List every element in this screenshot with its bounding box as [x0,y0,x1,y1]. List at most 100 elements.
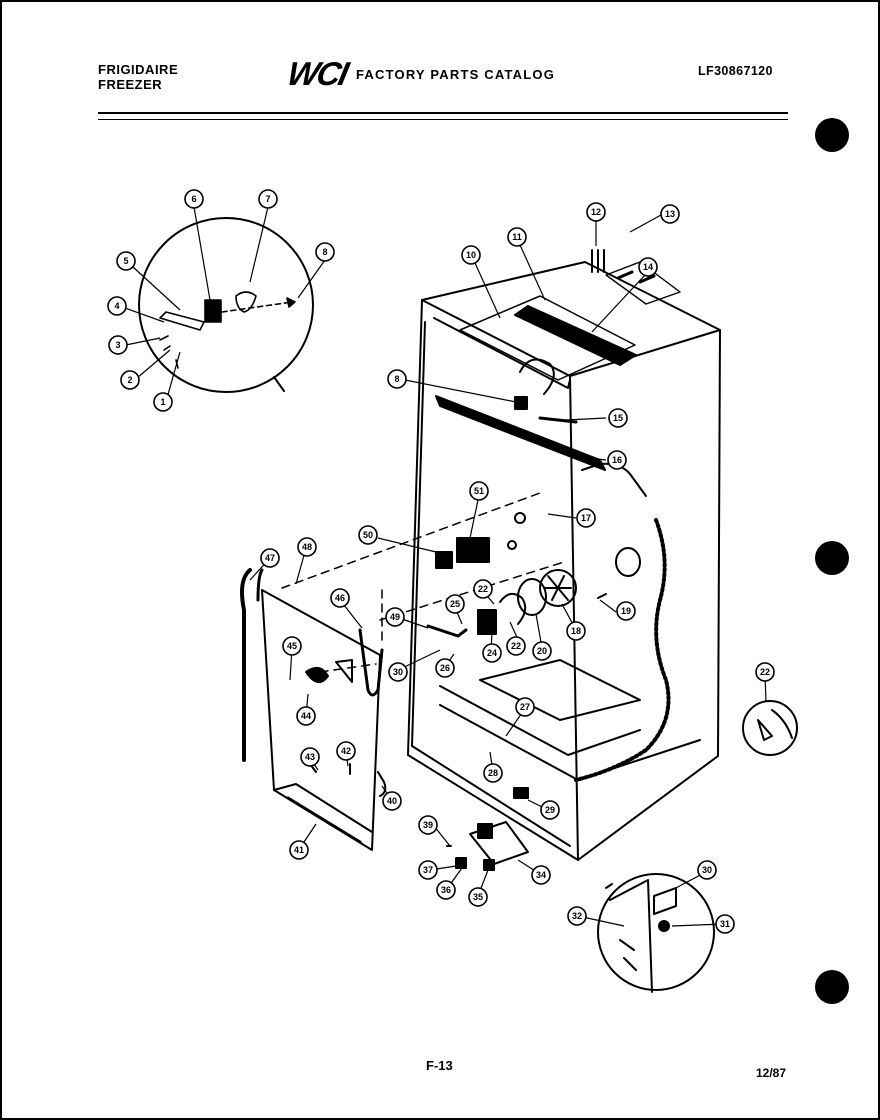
svg-text:39: 39 [423,820,433,830]
svg-text:37: 37 [423,865,433,875]
svg-text:1: 1 [160,397,165,407]
svg-text:5: 5 [123,256,128,266]
svg-text:19: 19 [621,606,631,616]
svg-text:7: 7 [265,194,270,204]
fan-and-thermostat-parts [426,512,641,638]
svg-text:11: 11 [512,232,522,242]
binder-hole-bottom [815,970,849,1004]
callout-45: 45 [282,636,302,656]
svg-text:29: 29 [545,805,555,815]
svg-text:26: 26 [440,663,450,673]
catalog-title: FACTORY PARTS CATALOG [356,67,556,82]
callout-29: 29 [540,800,560,820]
callout-44: 44 [296,706,316,726]
fastener-sketch [757,709,793,741]
callout-19: 19 [616,601,636,621]
callout-17: 17 [576,508,596,528]
callout-12: 12 [586,202,606,222]
callout-28: 28 [483,763,503,783]
callout-13: 13 [660,204,680,224]
svg-text:22: 22 [760,667,770,677]
svg-text:3: 3 [115,340,120,350]
callout-48: 48 [297,537,317,557]
svg-text:14: 14 [643,262,653,272]
alignment-dashes [281,492,565,673]
callout-1: 1 [153,392,173,412]
svg-text:42: 42 [341,746,351,756]
callout-4: 4 [107,296,127,316]
svg-text:43: 43 [305,752,315,762]
callout-11: 11 [507,227,527,247]
svg-text:27: 27 [520,702,530,712]
callout-43: 43 [300,747,320,767]
callout-31: 31 [715,914,735,934]
callout-40: 40 [382,791,402,811]
svg-text:12: 12 [591,207,601,217]
brand-block: FRIGIDAIRE FREEZER [98,62,178,92]
callout-49: 49 [385,607,405,627]
svg-text:30: 30 [702,865,712,875]
callout-42: 42 [336,741,356,761]
svg-text:32: 32 [572,911,582,921]
svg-text:15: 15 [613,413,623,423]
callout-36: 36 [436,880,456,900]
callout-41: 41 [289,840,309,860]
svg-text:44: 44 [301,711,311,721]
svg-text:35: 35 [473,892,483,902]
svg-text:41: 41 [294,845,304,855]
header-rule [98,112,788,120]
svg-text:17: 17 [581,513,591,523]
callout-34: 34 [531,865,551,885]
svg-text:4: 4 [114,301,119,311]
detail-pointer [273,376,285,392]
evaporator-coil [435,358,647,497]
callout-15: 15 [608,408,628,428]
callout-2: 2 [120,370,140,390]
callout-18: 18 [566,621,586,641]
callout-14: 14 [638,257,658,277]
callout-7: 7 [258,189,278,209]
callout-30b: 30 [697,860,717,880]
svg-text:28: 28 [488,768,498,778]
binder-hole-top [815,118,849,152]
callout-8b: 8 [387,369,407,389]
callout-22c: 22 [755,662,775,682]
binder-hole-middle [815,541,849,575]
svg-text:31: 31 [720,919,730,929]
svg-text:24: 24 [487,648,497,658]
callout-47: 47 [260,548,280,568]
callout-39: 39 [418,815,438,835]
callout-46: 46 [330,588,350,608]
light-socket-assembly [159,291,296,369]
svg-text:22: 22 [478,584,488,594]
callout-3: 3 [108,335,128,355]
callout-35: 35 [468,887,488,907]
revision-date: 12/87 [756,1066,787,1080]
svg-text:50: 50 [363,530,373,540]
svg-text:45: 45 [287,641,297,651]
svg-text:2: 2 [127,375,132,385]
callout-8a: 8 [315,242,335,262]
callout-27: 27 [515,697,535,717]
freezer-cabinet [407,261,721,861]
callout-25: 25 [445,594,465,614]
svg-text:36: 36 [441,885,451,895]
svg-text:6: 6 [191,194,196,204]
svg-text:13: 13 [665,209,675,219]
svg-text:8: 8 [322,247,327,257]
detail-wiring-bracket [605,879,677,993]
svg-text:51: 51 [474,486,484,496]
callout-37: 37 [418,860,438,880]
svg-text:30: 30 [393,667,403,677]
svg-text:16: 16 [612,455,622,465]
svg-text:47: 47 [265,553,275,563]
svg-text:10: 10 [466,250,476,260]
svg-text:22: 22 [511,641,521,651]
model-number: LF30867120 [698,64,773,78]
svg-text:8: 8 [394,374,399,384]
callout-22a: 22 [506,636,526,656]
callout-10: 10 [461,245,481,265]
callout-30a: 30 [388,662,408,682]
